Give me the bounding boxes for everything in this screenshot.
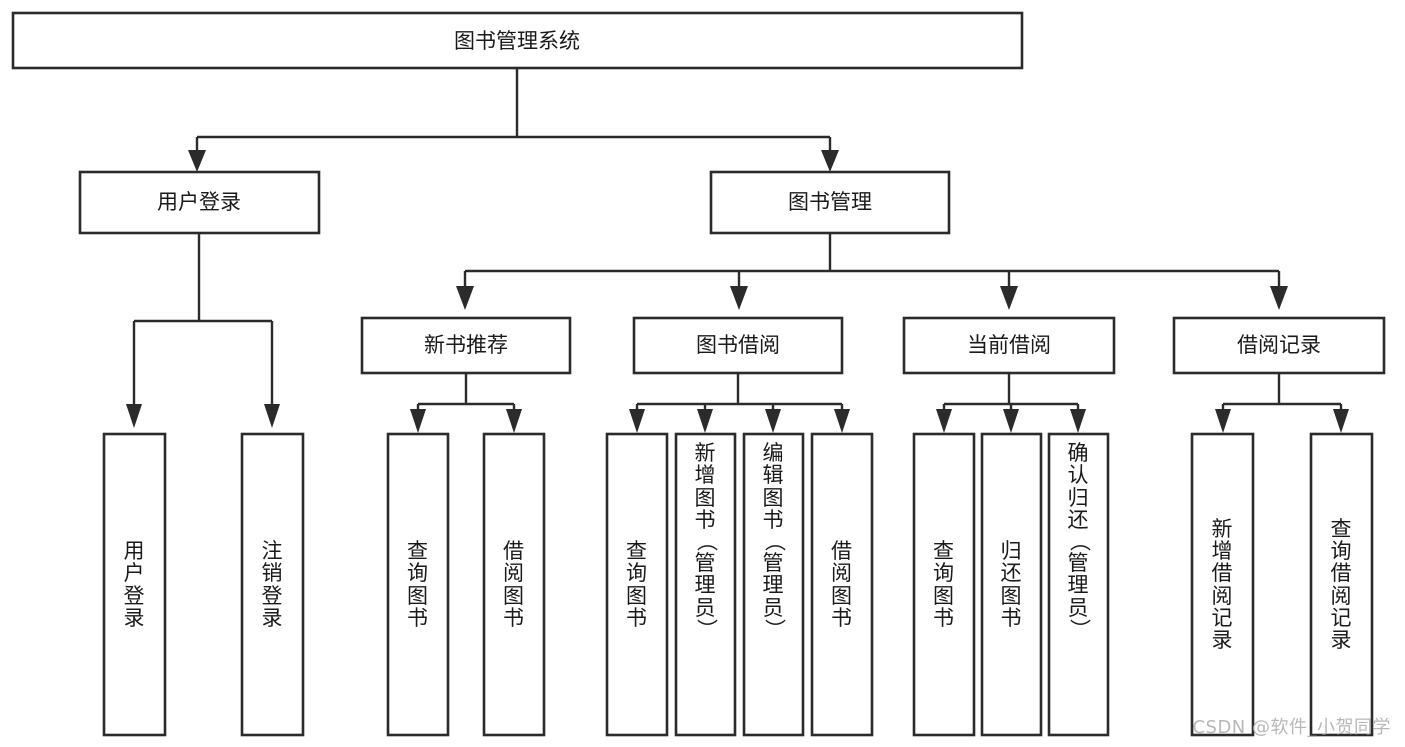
arrow-head-bookmgmt-2 bbox=[730, 286, 748, 310]
leaf-rect-book-borrow-1[interactable] bbox=[674, 432, 737, 737]
node-current-borrow-label: 当前借阅 bbox=[967, 333, 1051, 357]
arrow-head-currentborrow-3 bbox=[1070, 409, 1086, 433]
leaf-rect-current-borrow-1[interactable] bbox=[980, 432, 1043, 737]
arrow-head-root-2 bbox=[821, 150, 839, 172]
arrow-head-bookborrow-3 bbox=[765, 409, 781, 433]
node-book-management[interactable]: 图书管理 bbox=[709, 170, 951, 235]
node-borrow-record[interactable]: 借阅记录 bbox=[1172, 316, 1386, 375]
node-new-book-recommend-label: 新书推荐 bbox=[424, 333, 508, 357]
leaf-rect-current-borrow-2[interactable] bbox=[1047, 432, 1110, 737]
arrow-head-newbook-1 bbox=[410, 409, 426, 433]
arrow-head-bookborrow-4 bbox=[834, 409, 850, 433]
node-root-rect[interactable] bbox=[11, 11, 1024, 70]
node-book-management-rect[interactable] bbox=[709, 170, 951, 235]
watermark: CSDN @软件_小贺同学 bbox=[1192, 717, 1391, 738]
leaf-rect-new-book-0[interactable] bbox=[386, 432, 450, 737]
arrow-head-borrowrecord-2 bbox=[1333, 409, 1349, 433]
arrow-head-currentborrow-1 bbox=[936, 409, 952, 433]
node-user-login[interactable]: 用户登录 bbox=[78, 170, 321, 235]
node-current-borrow-rect[interactable] bbox=[902, 316, 1116, 375]
arrow-head-newbook-2 bbox=[506, 409, 522, 433]
node-borrow-record-rect[interactable] bbox=[1172, 316, 1386, 375]
leaf-rect-user-login-0[interactable] bbox=[102, 432, 167, 737]
leaf-rect-borrow-record-0[interactable] bbox=[1190, 432, 1255, 737]
node-book-management-label: 图书管理 bbox=[788, 190, 872, 214]
leaf-rect-user-login-1[interactable] bbox=[240, 432, 305, 737]
arrow-head-bookborrow-2 bbox=[697, 409, 713, 433]
leaf-rect-book-borrow-3[interactable] bbox=[810, 432, 874, 737]
arrow-head-bookmgmt-3 bbox=[1000, 286, 1018, 310]
arrow-head-bookborrow-1 bbox=[629, 409, 645, 433]
arrow-head-userlogin-1 bbox=[126, 404, 142, 428]
arrow-head-userlogin-2 bbox=[264, 404, 280, 428]
leaf-rect-book-borrow-2[interactable] bbox=[742, 432, 805, 737]
node-user-login-label: 用户登录 bbox=[157, 190, 241, 214]
leaf-rect-borrow-record-1[interactable] bbox=[1309, 432, 1374, 737]
arrow-head-borrowrecord-1 bbox=[1215, 409, 1231, 433]
arrow-head-root-1 bbox=[188, 150, 206, 172]
node-root[interactable]: 图书管理系统 bbox=[11, 11, 1024, 70]
node-borrow-record-label: 借阅记录 bbox=[1237, 333, 1321, 357]
node-root-label: 图书管理系统 bbox=[454, 29, 580, 53]
node-current-borrow[interactable]: 当前借阅 bbox=[902, 316, 1116, 375]
leaf-rect-new-book-1[interactable] bbox=[482, 432, 546, 737]
arrow-head-currentborrow-2 bbox=[1003, 409, 1019, 433]
node-new-book-recommend-rect[interactable] bbox=[360, 316, 572, 375]
node-new-book-recommend[interactable]: 新书推荐 bbox=[360, 316, 572, 375]
node-book-borrow-label: 图书借阅 bbox=[696, 333, 780, 357]
node-book-borrow[interactable]: 图书借阅 bbox=[632, 316, 844, 375]
leaf-rect-current-borrow-0[interactable] bbox=[912, 432, 976, 737]
node-book-borrow-rect[interactable] bbox=[632, 316, 844, 375]
arrow-head-bookmgmt-4 bbox=[1270, 286, 1288, 310]
leaf-rect-book-borrow-0[interactable] bbox=[605, 432, 669, 737]
arrow-head-bookmgmt-1 bbox=[456, 286, 474, 310]
